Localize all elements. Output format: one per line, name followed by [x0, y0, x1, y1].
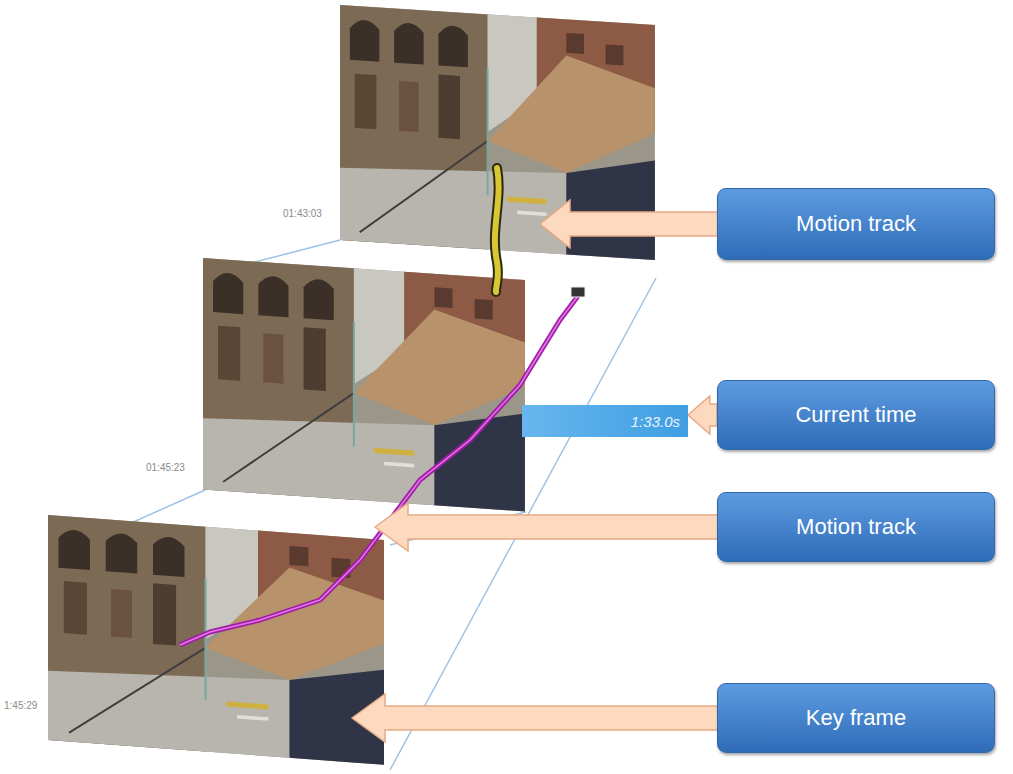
frame-outline: [48, 240, 656, 770]
time-readout: 1:33.0s: [631, 413, 680, 430]
motion-track-magenta: [180, 296, 578, 645]
leader-arrow: [352, 200, 722, 742]
leader-arrow: [688, 396, 717, 434]
video-frame: [203, 258, 525, 511]
key-frame-image: [48, 515, 384, 765]
callout-text: Motion track: [796, 514, 916, 540]
motion-track-magenta: [180, 296, 578, 645]
timestamp-label: 1:45:29: [4, 700, 37, 711]
track-marker: [571, 287, 585, 297]
callout-box: Current time: [717, 380, 995, 450]
callout-box: Motion track: [717, 188, 995, 260]
timestamp-label: 01:43:03: [283, 208, 322, 219]
motion-track-yellow: [495, 168, 499, 292]
current-time-bar: 1:33.0s: [522, 405, 688, 437]
timestamp-label: 01:45:23: [146, 462, 185, 473]
callout-box: Motion track: [717, 492, 995, 562]
motion-track-yellow: [495, 168, 499, 292]
callout-text: Current time: [795, 402, 916, 428]
callout-text: Key frame: [806, 705, 906, 731]
callout-text: Motion track: [796, 211, 916, 237]
callout-box: Key frame: [717, 683, 995, 753]
